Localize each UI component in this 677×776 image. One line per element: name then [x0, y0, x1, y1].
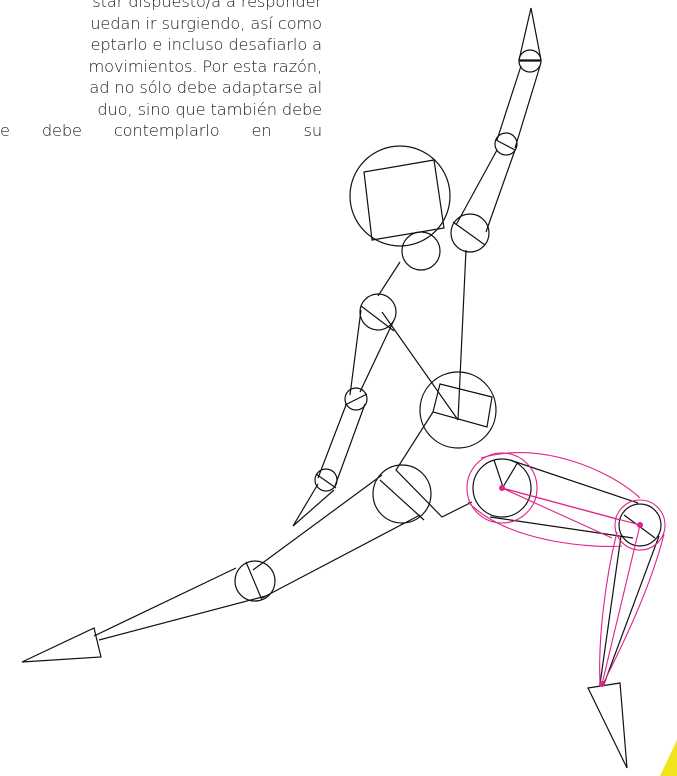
text-line: uedan ir surgiendo, así como: [90, 13, 322, 33]
joint-markers: [499, 485, 643, 687]
body-text-fragment: star dispuesto/a a responder uedan ir su…: [0, 0, 322, 142]
text-line: eptarlo e incluso desafiarlo a: [90, 35, 322, 54]
highlight-shin-outline: [599, 531, 665, 685]
right-hip: [372, 464, 432, 524]
text-line: duo, sino que también debe: [97, 99, 322, 119]
right-foot: [21, 627, 102, 663]
text-line: ad no sólo debe adaptarse al: [89, 78, 322, 97]
left-wrist: [314, 468, 338, 492]
elbow-joint: [494, 132, 518, 156]
text-line: movimientos. Por esta razón,: [88, 56, 323, 76]
left-foot: [587, 682, 628, 769]
leg-highlight: [466, 451, 666, 685]
right-shin: [93, 567, 267, 641]
pelvis: [419, 371, 497, 449]
corner-accent: [660, 740, 677, 776]
left-upper-arm: [349, 309, 395, 396]
left-shin: [599, 535, 660, 685]
head-box: [363, 159, 445, 241]
neck-joint: [401, 231, 441, 271]
chest-line: [381, 311, 459, 421]
left-hand: [292, 483, 335, 527]
text-line: star dispuesto/a a responder: [92, 0, 322, 11]
upper-arm: [455, 149, 516, 233]
pelvis-box: [432, 383, 493, 428]
mannequin-figure: [21, 7, 662, 769]
forearm: [496, 65, 541, 149]
text-line: e debe contemplarlo en su: [0, 121, 322, 140]
collar-line: [377, 261, 401, 297]
left-hip: [472, 458, 532, 518]
highlight-knee: [614, 499, 666, 551]
shoulder-joint: [450, 213, 490, 253]
left-forearm: [317, 403, 366, 487]
hip-lines: [395, 411, 473, 518]
left-elbow: [344, 387, 368, 411]
spine-line: [457, 249, 467, 421]
left-knee: [618, 503, 662, 547]
right-thigh: [252, 474, 421, 599]
highlight-thigh-outline: [467, 451, 641, 547]
left-shoulder: [359, 293, 397, 331]
highlight-bone: [501, 487, 641, 685]
hand-cone: [518, 7, 542, 61]
right-knee: [234, 560, 276, 602]
head: [349, 145, 451, 247]
